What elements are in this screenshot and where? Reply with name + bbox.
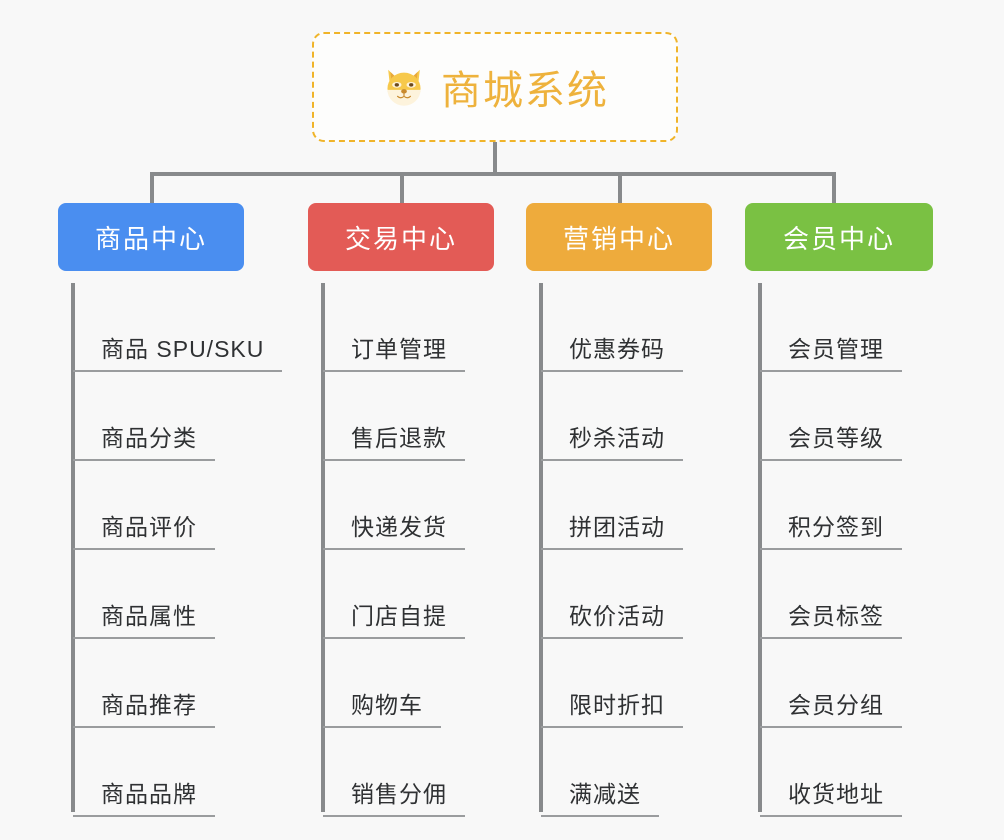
leaf-label: 满减送 [569,781,641,807]
dog-face-icon [381,64,427,110]
branch-header-label-2: 交易中心 [344,223,457,254]
leaf-list-3: 优惠券码 秒杀活动 拼团活动 砍价活动 限时折扣 满减送 [526,271,756,817]
connector-drop-2 [400,172,404,207]
branch-column-2: 交易中心 订单管理 售后退款 快递发货 门店自提 购物车 销售分佣 [308,203,538,817]
branch-header-label-3: 营销中心 [562,223,675,254]
leaf-list-1: 商品 SPU/SKU 商品分类 商品评价 商品属性 商品推荐 商品品牌 [58,271,288,817]
branch-column-3: 营销中心 优惠券码 秒杀活动 拼团活动 砍价活动 限时折扣 满减送 [526,203,756,817]
leaf-label: 会员等级 [788,425,884,451]
leaf-item[interactable]: 商品推荐 [58,639,288,728]
leaf-label: 商品评价 [101,514,197,540]
leaf-label: 商品 SPU/SKU [101,336,265,362]
connector-drop-3 [618,172,622,207]
leaf-item[interactable]: 砍价活动 [526,550,756,639]
root-node[interactable]: 商城系统 [312,32,678,142]
leaf-label: 会员标签 [788,603,884,629]
leaf-label: 门店自提 [351,603,447,629]
leaf-label: 快递发货 [351,514,447,540]
connector-trunk-3 [539,283,543,812]
leaf-item[interactable]: 门店自提 [308,550,538,639]
leaf-label: 会员管理 [788,336,884,362]
branch-header-1[interactable]: 商品中心 [58,203,244,271]
leaf-item[interactable]: 快递发货 [308,461,538,550]
leaf-item[interactable]: 销售分佣 [308,728,538,817]
connector-horizontal-bus [150,172,836,176]
branch-column-4: 会员中心 会员管理 会员等级 积分签到 会员标签 会员分组 收货地址 [745,203,975,817]
connector-trunk-4 [758,283,762,812]
leaf-item[interactable]: 会员管理 [745,283,975,372]
leaf-item[interactable]: 优惠券码 [526,283,756,372]
leaf-label: 优惠券码 [569,336,665,362]
connector-root-stem [493,142,497,176]
connector-drop-1 [150,172,154,207]
leaf-item[interactable]: 购物车 [308,639,538,728]
branch-header-label-1: 商品中心 [94,223,207,254]
leaf-label: 限时折扣 [569,692,665,718]
leaf-item[interactable]: 商品评价 [58,461,288,550]
leaf-label: 销售分佣 [351,781,447,807]
leaf-item[interactable]: 收货地址 [745,728,975,817]
leaf-label: 砍价活动 [569,603,665,629]
leaf-item[interactable]: 会员分组 [745,639,975,728]
leaf-item[interactable]: 商品 SPU/SKU [58,283,288,372]
leaf-item[interactable]: 商品品牌 [58,728,288,817]
leaf-label: 会员分组 [788,692,884,718]
leaf-item[interactable]: 会员等级 [745,372,975,461]
leaf-label: 商品推荐 [101,692,197,718]
leaf-label: 收货地址 [788,781,884,807]
leaf-list-4: 会员管理 会员等级 积分签到 会员标签 会员分组 收货地址 [745,271,975,817]
leaf-label: 购物车 [351,692,423,718]
leaf-label: 积分签到 [788,514,884,540]
leaf-label: 秒杀活动 [569,425,665,451]
connector-trunk-2 [321,283,325,812]
leaf-item[interactable]: 订单管理 [308,283,538,372]
leaf-item[interactable]: 会员标签 [745,550,975,639]
leaf-label: 拼团活动 [569,514,665,540]
leaf-item[interactable]: 商品属性 [58,550,288,639]
leaf-label: 商品属性 [101,603,197,629]
branch-header-4[interactable]: 会员中心 [745,203,933,271]
branch-header-3[interactable]: 营销中心 [526,203,712,271]
branch-column-1: 商品中心 商品 SPU/SKU 商品分类 商品评价 商品属性 商品推荐 商品品牌 [58,203,288,817]
leaf-item[interactable]: 拼团活动 [526,461,756,550]
leaf-list-2: 订单管理 售后退款 快递发货 门店自提 购物车 销售分佣 [308,271,538,817]
branch-header-label-4: 会员中心 [782,223,895,254]
leaf-label: 订单管理 [351,336,447,362]
leaf-label: 售后退款 [351,425,447,451]
branch-header-2[interactable]: 交易中心 [308,203,494,271]
leaf-label: 商品分类 [101,425,197,451]
leaf-item[interactable]: 商品分类 [58,372,288,461]
leaf-item[interactable]: 满减送 [526,728,756,817]
leaf-label: 商品品牌 [101,781,197,807]
leaf-item[interactable]: 限时折扣 [526,639,756,728]
leaf-item[interactable]: 售后退款 [308,372,538,461]
root-title: 商城系统 [441,69,609,113]
connector-drop-4 [832,172,836,207]
leaf-item[interactable]: 秒杀活动 [526,372,756,461]
connector-trunk-1 [71,283,75,812]
leaf-item[interactable]: 积分签到 [745,461,975,550]
